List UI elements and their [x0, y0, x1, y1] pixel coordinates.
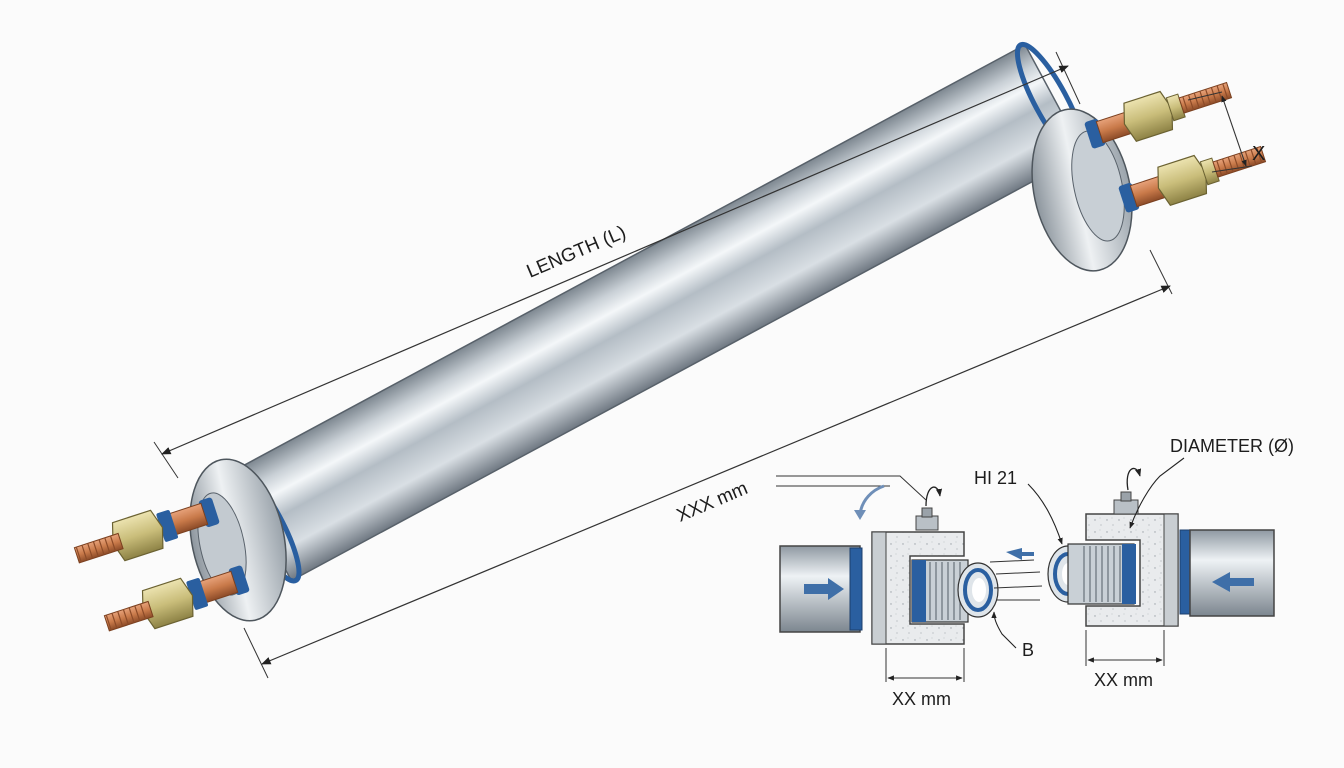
- flow-arrow-left-icon: [1006, 548, 1034, 560]
- left-terminal-upper: [73, 497, 220, 564]
- flow-arrow-down-icon: [854, 510, 866, 520]
- heater-tube: [189, 41, 1133, 622]
- left-clamp-block: [871, 531, 965, 645]
- b-callout-label: B: [1022, 640, 1034, 660]
- right-connector-detail: [1047, 467, 1275, 627]
- right-width-label: XX mm: [1094, 670, 1153, 690]
- flow-arrow-left-icon-2: [1212, 572, 1254, 592]
- left-width-dimension: [885, 648, 965, 682]
- hi-code-label: HI 21: [974, 468, 1017, 488]
- b-callout-leader: [991, 611, 1017, 649]
- right-width-dimension: [1085, 630, 1165, 666]
- right-terminal-lower: [1118, 145, 1267, 213]
- overall-length-label: XXX mm: [674, 478, 751, 527]
- terminal-spacing-dimension: [1187, 91, 1253, 173]
- terminal-spacing-label: X: [1252, 143, 1265, 165]
- left-terminal-lower: [103, 565, 250, 632]
- field-lines: [989, 548, 1043, 601]
- left-connector-detail: [776, 475, 999, 645]
- diameter-leader: [1129, 457, 1185, 529]
- left-width-label: XX mm: [892, 689, 951, 709]
- flow-arrow-right-icon: [804, 578, 844, 600]
- diameter-label: DIAMETER (Ø): [1170, 436, 1294, 456]
- right-terminal-upper: [1084, 81, 1233, 149]
- hi-code-leader: [1027, 483, 1063, 545]
- right-pipe: [1189, 529, 1275, 617]
- overall-dimension: [243, 249, 1173, 679]
